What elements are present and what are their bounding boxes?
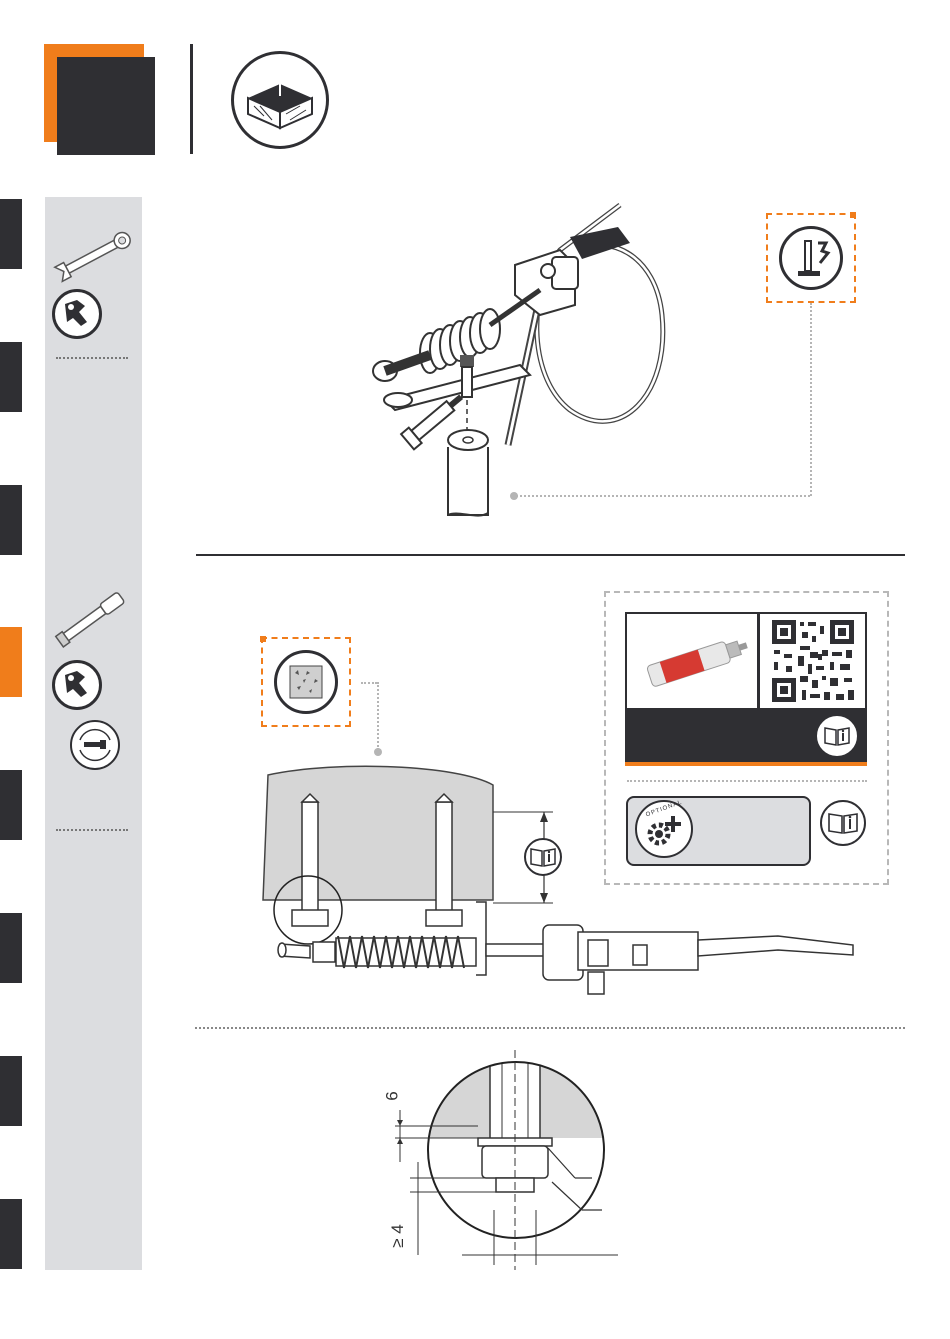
torque-wrench-icon [52, 585, 134, 651]
section-tab-1[interactable] [0, 199, 22, 269]
section-tab-3[interactable] [0, 485, 22, 555]
anchor-bolt-icon [779, 226, 843, 290]
manual-book-icon[interactable] [817, 716, 857, 756]
product-card-accent [625, 762, 867, 766]
wood-block-eyebolt-icon [231, 51, 329, 149]
dimension-top-gap: 6 [383, 1091, 403, 1100]
concrete-texture-icon [274, 650, 338, 714]
manual-book-icon[interactable] [820, 800, 866, 846]
section-tab-5[interactable] [0, 770, 22, 840]
dimension-min-thread: ≥ 4 [388, 1224, 408, 1248]
section-tab-2[interactable] [0, 342, 22, 412]
socket-wrench-icon [52, 660, 102, 710]
section-tab-8[interactable] [0, 1199, 22, 1269]
section-divider [196, 554, 905, 556]
section-tab-4-active[interactable] [0, 627, 22, 697]
header-divider [190, 44, 193, 154]
adhesive-cartridge [627, 614, 757, 708]
rotate-tool-icon [70, 720, 120, 770]
clamp-assembly-illustration [340, 195, 700, 525]
section-tab-6[interactable] [0, 913, 22, 983]
section-tab-7[interactable] [0, 1056, 22, 1126]
qr-code [760, 614, 865, 708]
section-divider-dotted [195, 1027, 905, 1029]
manual-book-icon [524, 838, 562, 876]
detail-section-drawing [370, 1050, 630, 1270]
wrench-icon [50, 228, 136, 284]
socket-wrench-icon [52, 289, 102, 339]
